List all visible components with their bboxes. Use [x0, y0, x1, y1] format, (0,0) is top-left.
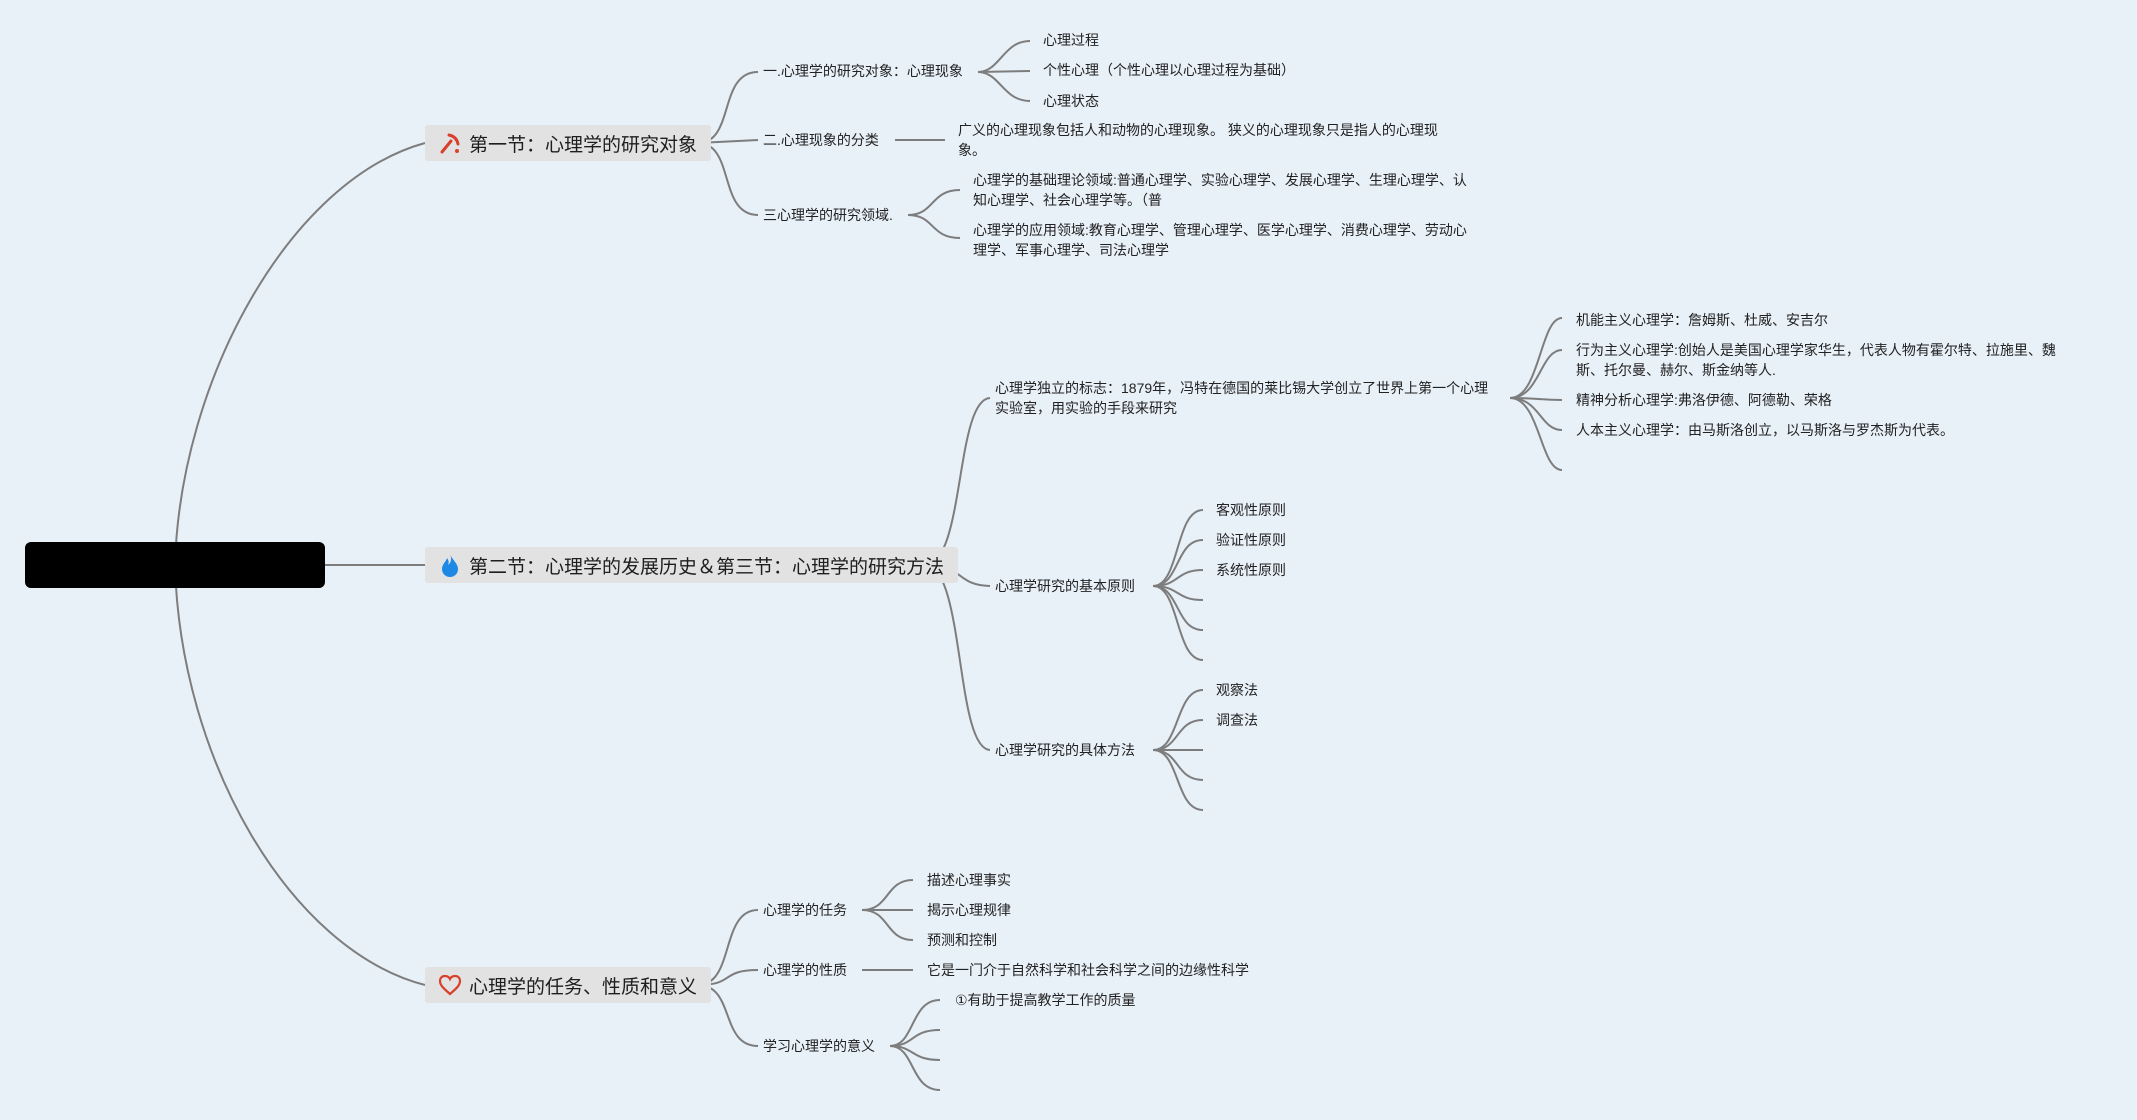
topic-classification-detail[interactable]: 广义的心理现象包括人和动物的心理现象。 狭义的心理现象只是指人的心理现象。	[958, 122, 1438, 158]
topic-meaning[interactable]: 学习心理学的意义	[763, 1038, 875, 1054]
section-research-object[interactable]: 第一节：心理学的研究对象	[425, 125, 712, 161]
topic-applied-fields[interactable]: 心理学的应用领域:教育心理学、管理心理学、医学心理学、消费心理学、劳动心理学、军…	[973, 222, 1467, 258]
connector	[977, 70, 1031, 73]
connector	[1152, 749, 1204, 811]
section-label: 心理学的任务、性质和意义	[469, 976, 698, 998]
topic-observation[interactable]: 观察法	[1216, 682, 1258, 698]
topic-functionalism[interactable]: 机能主义心理学：詹姆斯、杜威、安吉尔	[1576, 312, 1828, 328]
connector	[1509, 397, 1563, 471]
topic-systematicity[interactable]: 系统性原则	[1216, 562, 1286, 578]
topic-predict-control[interactable]: 预测和控制	[927, 932, 997, 948]
topic-research-object[interactable]: 一.心理学的研究对象：心理现象	[763, 63, 963, 79]
connector	[1152, 749, 1204, 781]
topic-reveal-laws[interactable]: 揭示心理规律	[927, 902, 1011, 918]
connector	[907, 214, 961, 239]
connector	[861, 879, 914, 911]
section-history-methods[interactable]: 第二节：心理学的发展历史＆第三节：心理学的研究方法	[425, 547, 959, 583]
topic-survey[interactable]: 调查法	[1216, 712, 1258, 728]
topic-research-fields[interactable]: 三心理学的研究领域.	[763, 207, 893, 223]
connector	[889, 999, 941, 1047]
topic-nature-detail[interactable]: 它是一门介于自然科学和社会科学之间的边缘性科学	[927, 962, 1249, 978]
connector	[977, 71, 1031, 102]
connector	[924, 564, 991, 751]
connector	[861, 909, 914, 941]
topic-objectivity[interactable]: 客观性原则	[1216, 502, 1286, 518]
topic-tasks[interactable]: 心理学的任务	[763, 902, 847, 918]
connector	[174, 142, 426, 566]
topic-independence-mark[interactable]: 心理学独立的标志：1879年，冯特在德国的莱比锡大学创立了世界上第一个心理实验室…	[995, 380, 1489, 416]
pick-icon	[437, 130, 463, 156]
section-label: 第一节：心理学的研究对象	[469, 134, 698, 156]
topic-mental-state[interactable]: 心理状态	[1043, 93, 1099, 109]
topic-basic-fields[interactable]: 心理学的基础理论领域:普通心理学、实验心理学、发展心理学、生理心理学、认知心理学…	[973, 172, 1467, 208]
connector	[889, 1045, 941, 1091]
connector	[1152, 509, 1204, 587]
topic-verification[interactable]: 验证性原则	[1216, 532, 1286, 548]
connector	[977, 40, 1031, 73]
topic-psychoanalysis[interactable]: 精神分析心理学:弗洛伊德、阿德勒、荣格	[1576, 392, 1832, 408]
heart-icon	[437, 972, 463, 998]
connector	[1509, 349, 1563, 399]
section-label: 第二节：心理学的发展历史＆第三节：心理学的研究方法	[469, 556, 945, 578]
section-tasks-nature-meaning[interactable]: 心理学的任务、性质和意义	[425, 967, 712, 1003]
connector	[1152, 539, 1204, 587]
connector	[1509, 397, 1563, 431]
topic-nature[interactable]: 心理学的性质	[763, 962, 847, 978]
flame-icon	[437, 552, 463, 578]
topic-teaching-quality[interactable]: ①有助于提高教学工作的质量	[955, 992, 1136, 1008]
connector	[1152, 689, 1204, 751]
connector	[1152, 585, 1204, 661]
connector	[924, 397, 991, 566]
topic-basic-principles[interactable]: 心理学研究的基本原则	[995, 578, 1135, 594]
topic-behaviorism[interactable]: 行为主义心理学:创始人是美国心理学家华生，代表人物有霍尔特、拉施里、魏斯、托尔曼…	[1576, 342, 2056, 378]
topic-describe-facts[interactable]: 描述心理事实	[927, 872, 1011, 888]
connector	[907, 189, 961, 216]
topic-classification[interactable]: 二.心理现象的分类	[763, 132, 879, 148]
connector	[1152, 719, 1204, 751]
connector	[1509, 317, 1563, 399]
topic-personality[interactable]: 个性心理（个性心理以心理过程为基础）	[1043, 62, 1295, 78]
topic-humanism[interactable]: 人本主义心理学：由马斯洛创立，以马斯洛与罗杰斯为代表。	[1576, 422, 1954, 438]
connector	[174, 564, 426, 986]
root-topic[interactable]	[25, 542, 325, 588]
topic-specific-methods[interactable]: 心理学研究的具体方法	[995, 742, 1135, 758]
topic-mental-process[interactable]: 心理过程	[1043, 32, 1099, 48]
